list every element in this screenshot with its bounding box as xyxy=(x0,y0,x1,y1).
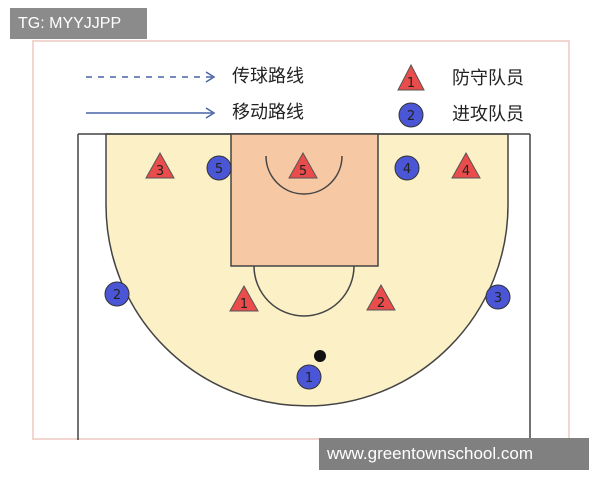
defender-number: 4 xyxy=(462,164,470,179)
defender-marker xyxy=(288,151,318,179)
attacker-number: 1 xyxy=(305,371,313,386)
attacker-marker xyxy=(485,284,511,310)
legend-attacker-label: 进攻队员 xyxy=(452,104,524,125)
restricted-arc xyxy=(265,155,343,195)
defender-marker xyxy=(229,284,259,312)
attacker-number: 2 xyxy=(113,288,121,303)
defender-number: 3 xyxy=(156,164,164,179)
defender-marker xyxy=(366,283,396,311)
move-route-arrowhead xyxy=(205,107,216,119)
defender-number: 2 xyxy=(377,296,385,311)
attacker-marker xyxy=(104,281,130,307)
attacker-number: 3 xyxy=(494,291,502,306)
attacker-number: 4 xyxy=(403,162,411,177)
legend-defender-number: 1 xyxy=(407,76,415,91)
legend-defender-icon xyxy=(397,63,425,91)
legend-defender-label: 防守队员 xyxy=(452,68,524,89)
attacker-marker xyxy=(394,155,420,181)
legend-move-route-label: 移动路线 xyxy=(232,102,304,123)
watermark-top: TG: MYYJJPP xyxy=(10,8,147,39)
free-throw-arc xyxy=(253,265,355,317)
watermark-bottom: www.greentownschool.com xyxy=(319,438,589,470)
legend-pass-route-label: 传球路线 xyxy=(232,66,304,87)
attacker-marker xyxy=(296,364,322,390)
ball-icon xyxy=(314,350,326,362)
legend-attacker-icon xyxy=(398,102,424,128)
paint xyxy=(230,133,379,267)
attacker-number: 5 xyxy=(215,162,223,177)
defender-number: 1 xyxy=(240,297,248,312)
legend-attacker-number: 2 xyxy=(407,109,415,124)
attacker-marker xyxy=(206,155,232,181)
defender-number: 5 xyxy=(299,164,307,179)
pass-route-arrowhead xyxy=(205,71,216,83)
defender-marker xyxy=(451,151,481,179)
defender-marker xyxy=(145,151,175,179)
